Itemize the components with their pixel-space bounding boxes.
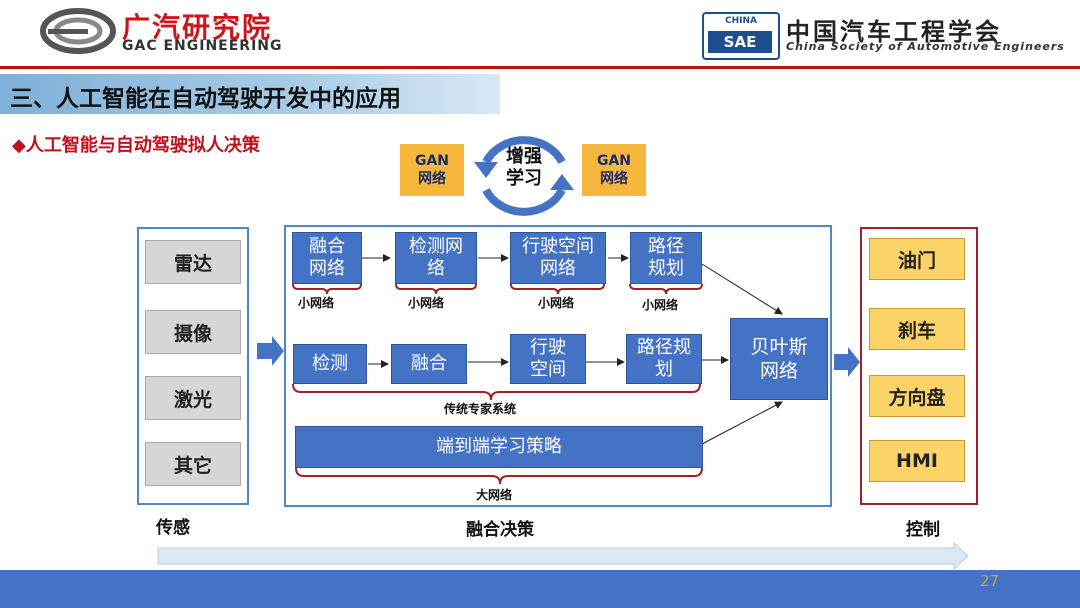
path-planning-box: 路径规 划 [626, 334, 702, 384]
brace-label-small-2: 小网络 [408, 296, 445, 310]
brace-label-small-3: 小网络 [538, 296, 575, 310]
row2-b3-l2: 空间 [530, 359, 566, 380]
detection-network-box: 检测网 络 [395, 232, 477, 284]
sensor-lidar: 激光 [145, 376, 241, 420]
brace-label-small-1: 小网络 [298, 296, 335, 310]
control-brake: 刹车 [869, 308, 965, 350]
driving-space-network-box: 行驶空间 网络 [510, 232, 606, 284]
brace-label-big-network: 大网络 [476, 488, 513, 502]
sensor-camera: 摄像 [145, 310, 241, 354]
gac-logo-text-en: GAC ENGINEERING [122, 38, 283, 54]
china-sae-badge: CHINA SAE [702, 12, 780, 60]
cycle-arrows-icon [474, 136, 574, 216]
badge-bottom-text: SAE [708, 31, 772, 53]
row2-b4-l1: 路径规 [637, 337, 691, 358]
row2-b4-l2: 划 [655, 359, 673, 380]
section-title-bar [0, 74, 500, 114]
fusion-network-box: 融合 网络 [292, 232, 362, 284]
footer-bar [0, 570, 1080, 608]
row1-b2-l1: 检测网 [409, 236, 463, 257]
row1-b4-l2: 规划 [648, 258, 684, 279]
reinforcement-learning-label: 增强 学习 [488, 146, 560, 190]
section-title: 三、人工智能在自动驾驶开发中的应用 [10, 86, 401, 112]
cycle-line2: 学习 [506, 168, 542, 189]
sensing-frame [137, 227, 249, 505]
badge-top-text: CHINA [725, 16, 757, 26]
control-throttle: 油门 [869, 238, 965, 280]
gan-network-left: GAN 网络 [400, 144, 464, 196]
sae-logo-text-cn: 中国汽车工程学会 [786, 18, 1002, 46]
slide-subtitle: ◆人工智能与自动驾驶拟人决策 [12, 135, 260, 156]
sae-logo-text-en: China Society of Automotive Engineers [786, 40, 1065, 53]
path-planning-network-box: 路径 规划 [630, 232, 702, 284]
brace-label-expert-system: 传统专家系统 [444, 402, 517, 416]
timeline-arrow [157, 541, 969, 571]
driving-space-box: 行驶 空间 [510, 334, 586, 384]
cycle-line1: 增强 [506, 146, 542, 167]
row2-b3-l1: 行驶 [530, 337, 566, 358]
sensing-label: 传感 [156, 518, 190, 538]
gac-logo-text-cn: 广汽研究院 [122, 11, 273, 44]
gan-right-line2: 网络 [600, 171, 628, 187]
row1-b4-l1: 路径 [648, 236, 684, 257]
gac-logo-icon [40, 8, 116, 54]
row1-b2-l2: 络 [427, 258, 445, 279]
row1-b1-l1: 融合 [309, 236, 345, 257]
detection-box: 检测 [293, 344, 367, 384]
sense-to-fusion-arrow [257, 336, 284, 366]
bayes-l2: 网络 [759, 360, 798, 382]
end-to-end-strategy-box: 端到端学习策略 [295, 426, 703, 468]
gan-left-line2: 网络 [418, 171, 446, 187]
gan-right-line1: GAN [596, 153, 632, 169]
fusion-to-control-arrow [834, 347, 860, 377]
row1-b3-l2: 网络 [540, 258, 576, 279]
gan-left-line1: GAN [414, 153, 450, 169]
control-frame [860, 227, 978, 505]
gan-network-right: GAN 网络 [582, 144, 646, 196]
page-number: 27 [980, 572, 1000, 590]
control-hmi: HMI [869, 440, 965, 482]
fusion-decision-label: 融合决策 [466, 520, 534, 540]
bayes-l1: 贝叶斯 [750, 336, 808, 358]
row1-b1-l2: 网络 [309, 258, 345, 279]
fusion-frame [284, 225, 832, 507]
sensor-other: 其它 [145, 442, 241, 486]
header-divider [0, 66, 1080, 69]
sensor-radar: 雷达 [145, 240, 241, 284]
control-steering: 方向盘 [869, 375, 965, 417]
row1-b3-l1: 行驶空间 [522, 236, 594, 257]
fusion-box: 融合 [391, 344, 467, 384]
bayesian-network-box: 贝叶斯 网络 [730, 318, 828, 400]
control-label: 控制 [906, 520, 940, 540]
brace-label-small-4: 小网络 [642, 298, 679, 312]
